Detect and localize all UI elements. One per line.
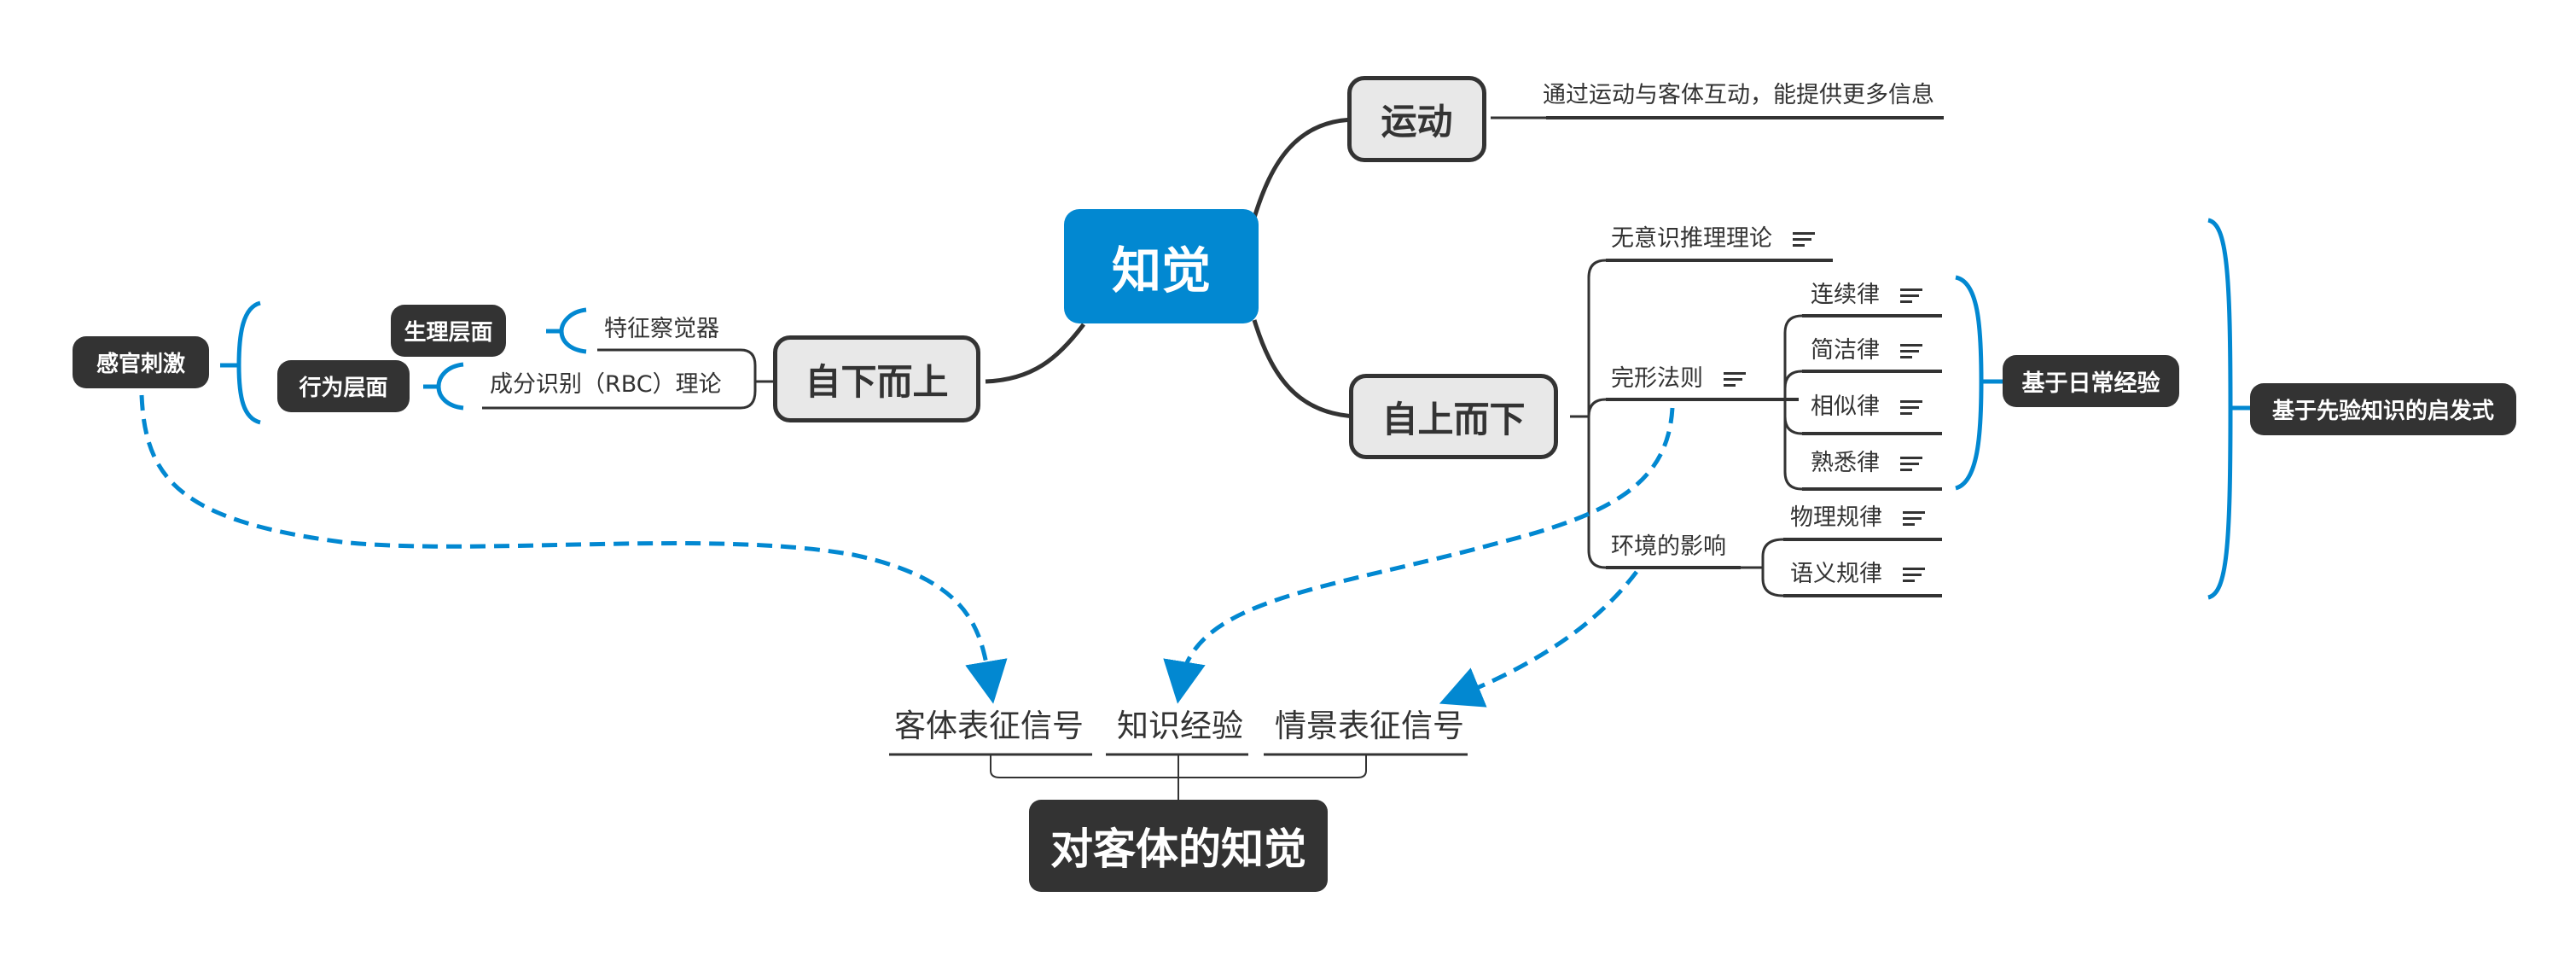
motion-description[interactable]: 通过运动与客体互动，能提供更多信息	[1543, 84, 1934, 107]
floating-child-context-signal-label: 情景表征信号	[1275, 708, 1464, 744]
summary-physiological-level-label: 生理层面	[404, 320, 493, 346]
gestalt-familiarity-label: 熟悉律	[1811, 450, 1880, 476]
connector-gestalt-mid	[1783, 370, 1803, 389]
connector-central-bottomup	[985, 323, 1085, 384]
gestalt-continuity-label: 连续律	[1811, 282, 1880, 308]
note-icon[interactable]	[1900, 343, 1922, 358]
summary-prior-knowledge-heuristic-label: 基于先验知识的启发式	[2271, 399, 2494, 424]
connector-gestalt-mid2	[1783, 416, 1803, 435]
summary-sensory-stimulus-label: 感官刺激	[96, 352, 185, 377]
relationship-sensory-to-object-signal	[139, 394, 1008, 704]
main-topic-top-down-label: 自上而下	[1381, 398, 1526, 440]
relationship-environment-to-context-signal	[1439, 570, 1638, 708]
gestalt-simplicity[interactable]: 简洁律	[1811, 339, 1922, 362]
note-icon[interactable]	[1900, 288, 1922, 303]
main-topic-bottom-up[interactable]: 自下而上	[773, 335, 980, 422]
summary-behavioral-level[interactable]: 行为层面	[277, 360, 410, 412]
subtopic-environment-influence-label: 环境的影响	[1611, 533, 1726, 560]
connector-gestalt-children	[1783, 314, 1803, 491]
summary-daily-experience-label: 基于日常经验	[2021, 370, 2160, 397]
floating-child-object-signal[interactable]: 客体表征信号	[894, 710, 1084, 742]
main-topic-motion-label: 运动	[1381, 101, 1453, 143]
subtopic-environment-influence[interactable]: 环境的影响	[1611, 535, 1726, 558]
motion-description-text: 通过运动与客体互动，能提供更多信息	[1543, 82, 1934, 108]
central-topic[interactable]: 知觉	[1064, 209, 1259, 323]
connector-topdown-children	[1587, 259, 1607, 569]
subtopic-feature-detector[interactable]: 特征察觉器	[604, 317, 719, 341]
subtopic-unconscious-inference-label: 无意识推理理论	[1611, 225, 1772, 252]
central-topic-label: 知觉	[1111, 242, 1211, 300]
summary-physiological-level[interactable]: 生理层面	[391, 305, 506, 357]
subtopic-rbc-theory[interactable]: 成分识别（RBC）理论	[490, 373, 722, 396]
environment-semantic-rules[interactable]: 语义规律	[1790, 562, 1925, 585]
subtopic-gestalt-laws[interactable]: 完形法则	[1611, 367, 1746, 390]
gestalt-familiarity[interactable]: 熟悉律	[1811, 451, 1922, 475]
summary-prior-knowledge-heuristic[interactable]: 基于先验知识的启发式	[2250, 383, 2516, 435]
summary-sensory-stimulus[interactable]: 感官刺激	[73, 336, 209, 388]
main-topic-bottom-up-label: 自下而上	[805, 360, 949, 403]
floating-child-knowledge-experience-label: 知识经验	[1117, 708, 1243, 744]
floating-topic-object-perception[interactable]: 对客体的知觉	[1029, 800, 1328, 892]
note-icon[interactable]	[1793, 231, 1815, 247]
connector-bottomup-children	[482, 348, 757, 410]
gestalt-simplicity-label: 简洁律	[1811, 337, 1880, 364]
note-icon[interactable]	[1900, 456, 1922, 471]
floating-child-context-signal[interactable]: 情景表征信号	[1275, 710, 1464, 742]
subtopic-rbc-theory-label: 成分识别（RBC）理论	[490, 371, 722, 398]
summary-brace-behavioral	[436, 362, 464, 411]
summary-behavioral-level-label: 行为层面	[299, 376, 388, 401]
environment-semantic-rules-label: 语义规律	[1790, 561, 1882, 587]
summary-brace-sensory	[236, 300, 261, 425]
main-topic-top-down[interactable]: 自上而下	[1349, 374, 1558, 459]
main-topic-motion[interactable]: 运动	[1347, 76, 1486, 162]
note-icon[interactable]	[1903, 567, 1925, 582]
gestalt-similarity[interactable]: 相似律	[1811, 395, 1922, 418]
environment-physical-rules[interactable]: 物理规律	[1790, 506, 1925, 529]
gestalt-similarity-label: 相似律	[1811, 393, 1880, 420]
connector-central-topdown	[1252, 319, 1358, 419]
note-icon[interactable]	[1900, 399, 1922, 415]
summary-brace-physiological	[559, 307, 587, 354]
note-icon[interactable]	[1903, 510, 1925, 526]
subtopic-unconscious-inference[interactable]: 无意识推理理论	[1611, 227, 1815, 250]
environment-physical-rules-label: 物理规律	[1790, 504, 1882, 531]
subtopic-gestalt-laws-label: 完形法则	[1611, 365, 1703, 392]
relationship-gestalt-to-knowledge	[1163, 407, 1675, 704]
connector-to-gestalt	[1587, 398, 1607, 417]
floating-child-knowledge-experience[interactable]: 知识经验	[1117, 710, 1243, 742]
floating-topic-object-perception-label: 对客体的知觉	[1050, 824, 1306, 874]
note-icon[interactable]	[1724, 371, 1746, 387]
summary-brace-daily-experience	[1955, 275, 1984, 491]
summary-daily-experience[interactable]: 基于日常经验	[2003, 355, 2179, 407]
connector-central-motion	[1252, 117, 1358, 218]
subtopic-feature-detector-label: 特征察觉器	[604, 316, 719, 342]
gestalt-continuity[interactable]: 连续律	[1811, 283, 1922, 306]
summary-brace-prior-knowledge	[2207, 218, 2233, 600]
floating-child-object-signal-label: 客体表征信号	[894, 708, 1084, 744]
connector-environment-branches	[1761, 538, 1784, 597]
